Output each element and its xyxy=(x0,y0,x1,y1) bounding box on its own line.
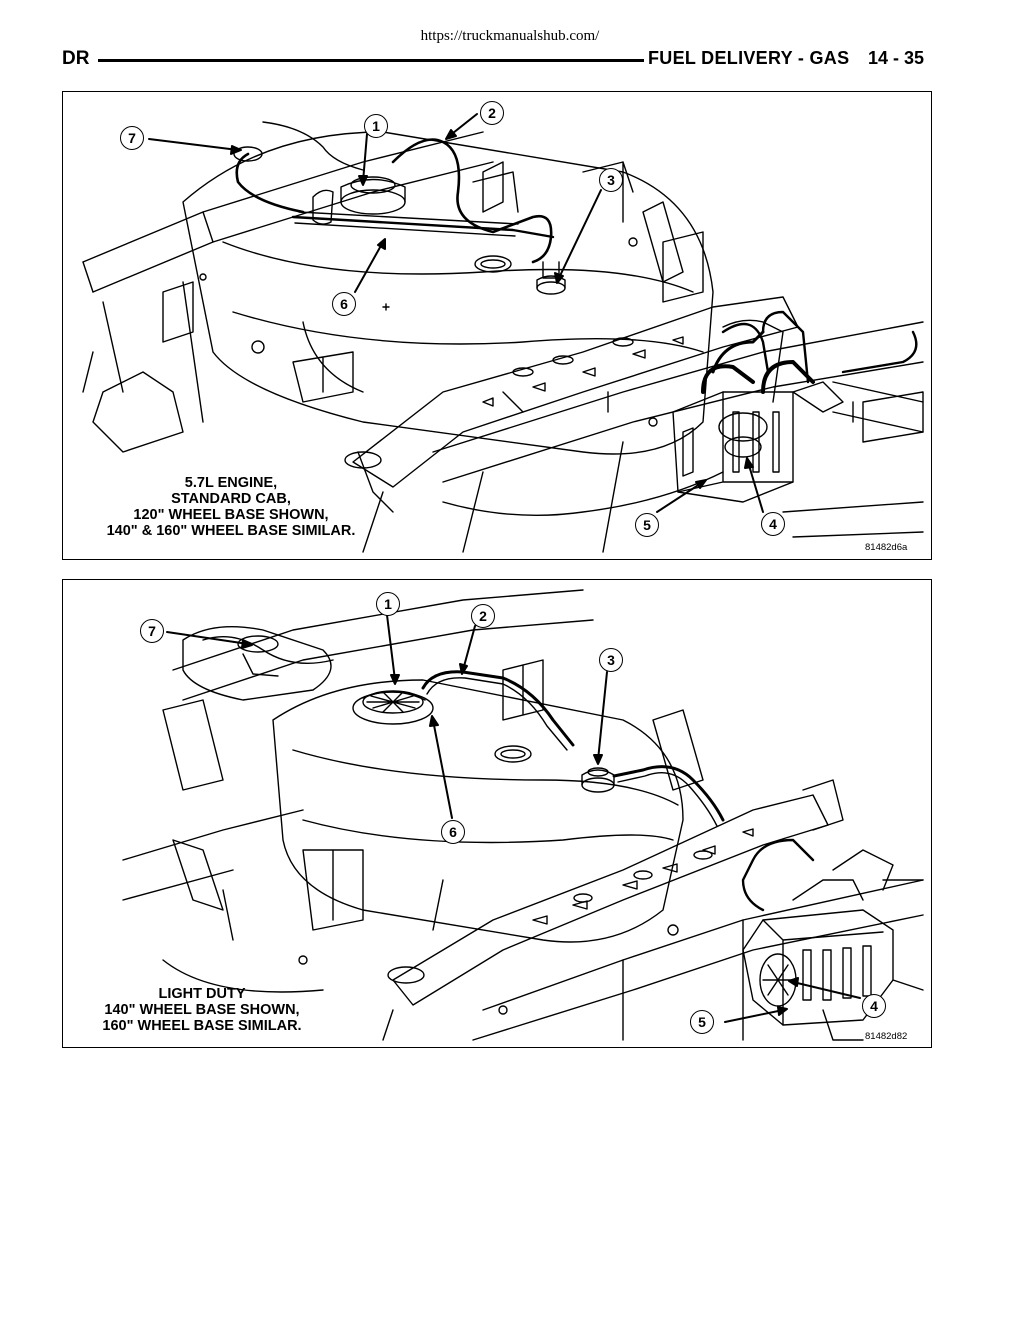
source-url: https://truckmanualshub.com/ xyxy=(420,28,600,44)
callout-3: 3 xyxy=(599,648,623,672)
fuel-tank-illustration xyxy=(82,113,924,553)
callout-2: 2 xyxy=(471,604,495,628)
callout-5: 5 xyxy=(635,513,659,537)
callout-7: 7 xyxy=(120,126,144,150)
page-number: 14 - 35 xyxy=(868,48,925,68)
section-code: DR xyxy=(62,48,90,69)
fuel-tank-illustration xyxy=(122,589,924,1041)
callout-6: 6 xyxy=(332,292,356,316)
callout-2: 2 xyxy=(480,101,504,125)
callout-7: 7 xyxy=(140,619,164,643)
callout-3: 3 xyxy=(599,168,623,192)
figure-fuel-system-5-7l: 1 2 3 4 5 6 7 5.7L ENGINE, STANDARD CAB,… xyxy=(62,91,932,560)
figure-fuel-system-light-duty: 1 2 3 4 5 6 7 LIGHT DUTY 140" WHEEL BASE… xyxy=(62,579,932,1048)
figure-caption: 5.7L ENGINE, STANDARD CAB, 120" WHEEL BA… xyxy=(106,475,356,539)
figure-id: 81482d82 xyxy=(865,1031,908,1042)
callout-1: 1 xyxy=(376,592,400,616)
header-rule xyxy=(98,59,644,62)
callout-1: 1 xyxy=(364,114,388,138)
callout-6: 6 xyxy=(441,820,465,844)
figure-caption: LIGHT DUTY 140" WHEEL BASE SHOWN, 160" W… xyxy=(102,986,302,1034)
section-title: FUEL DELIVERY - GAS xyxy=(648,48,850,68)
callout-4: 4 xyxy=(761,512,785,536)
callout-5: 5 xyxy=(690,1010,714,1034)
callout-4: 4 xyxy=(862,994,886,1018)
figure-id: 81482d6a xyxy=(865,542,908,553)
